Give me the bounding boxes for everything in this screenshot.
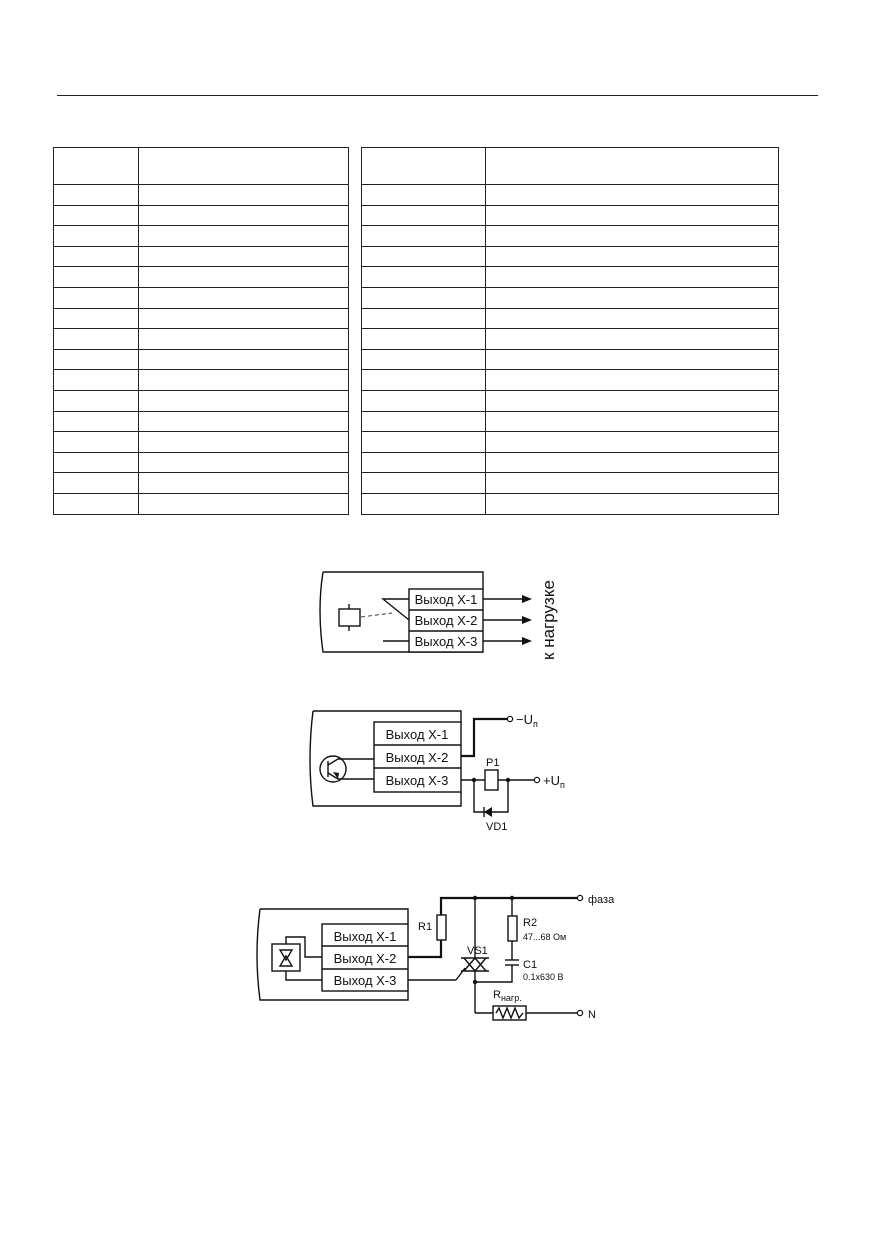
neutral-label: N (588, 1009, 596, 1021)
table-row (53, 245, 349, 268)
transistor-output-3-label: Выход X-3 (386, 773, 449, 788)
minus-supply-label: −Uп (516, 712, 538, 729)
transistor-output-2-label: Выход X-2 (386, 750, 449, 765)
table-header-row (361, 147, 779, 185)
relay-output-1-label: Выход X-1 (415, 592, 478, 607)
plus-supply-label: +Uп (543, 773, 565, 790)
table-header-cell (361, 147, 486, 185)
load-label: к нагрузке (539, 580, 558, 660)
table-row (361, 307, 779, 330)
table-header-row (53, 147, 349, 185)
table-cell (138, 492, 349, 515)
r2-label: R2 (523, 917, 537, 929)
table-header-cell (138, 147, 349, 185)
table-cell (485, 492, 779, 515)
c1-label: C1 (523, 959, 537, 971)
relay-output-3-label: Выход X-3 (415, 634, 478, 649)
triac-output-3-label: Выход X-3 (334, 973, 397, 988)
table-row (53, 348, 349, 371)
table-row (53, 204, 349, 227)
table-header-cell (485, 147, 779, 185)
table-row (53, 492, 349, 515)
phase-label: фаза (588, 894, 615, 906)
table-row (53, 328, 349, 350)
triac-output-1-label: Выход X-1 (334, 929, 397, 944)
vs1-label: VS1 (467, 945, 488, 957)
load-resistor-label: Rнагр. (493, 989, 522, 1003)
r2-value: 47...68 Ом (523, 932, 566, 942)
relay-output-2-label: Выход X-2 (415, 613, 478, 628)
table-row (53, 389, 349, 412)
c1-value: 0.1x630 В (523, 972, 564, 982)
table-row (53, 410, 349, 433)
table-row (53, 431, 349, 453)
header-rule (57, 95, 818, 96)
table-left (53, 147, 349, 515)
table-right (361, 147, 779, 515)
table-row (53, 369, 349, 391)
relay-p1-label: P1 (486, 757, 499, 769)
transistor-output-1-label: Выход X-1 (386, 727, 449, 742)
triac-output-2-label: Выход X-2 (334, 951, 397, 966)
r1-label: R1 (418, 921, 432, 933)
table-row (53, 472, 349, 494)
table-row (361, 286, 779, 309)
table-header-cell (53, 147, 139, 185)
diode-vd1-label: VD1 (486, 821, 507, 833)
table-row (361, 492, 779, 515)
